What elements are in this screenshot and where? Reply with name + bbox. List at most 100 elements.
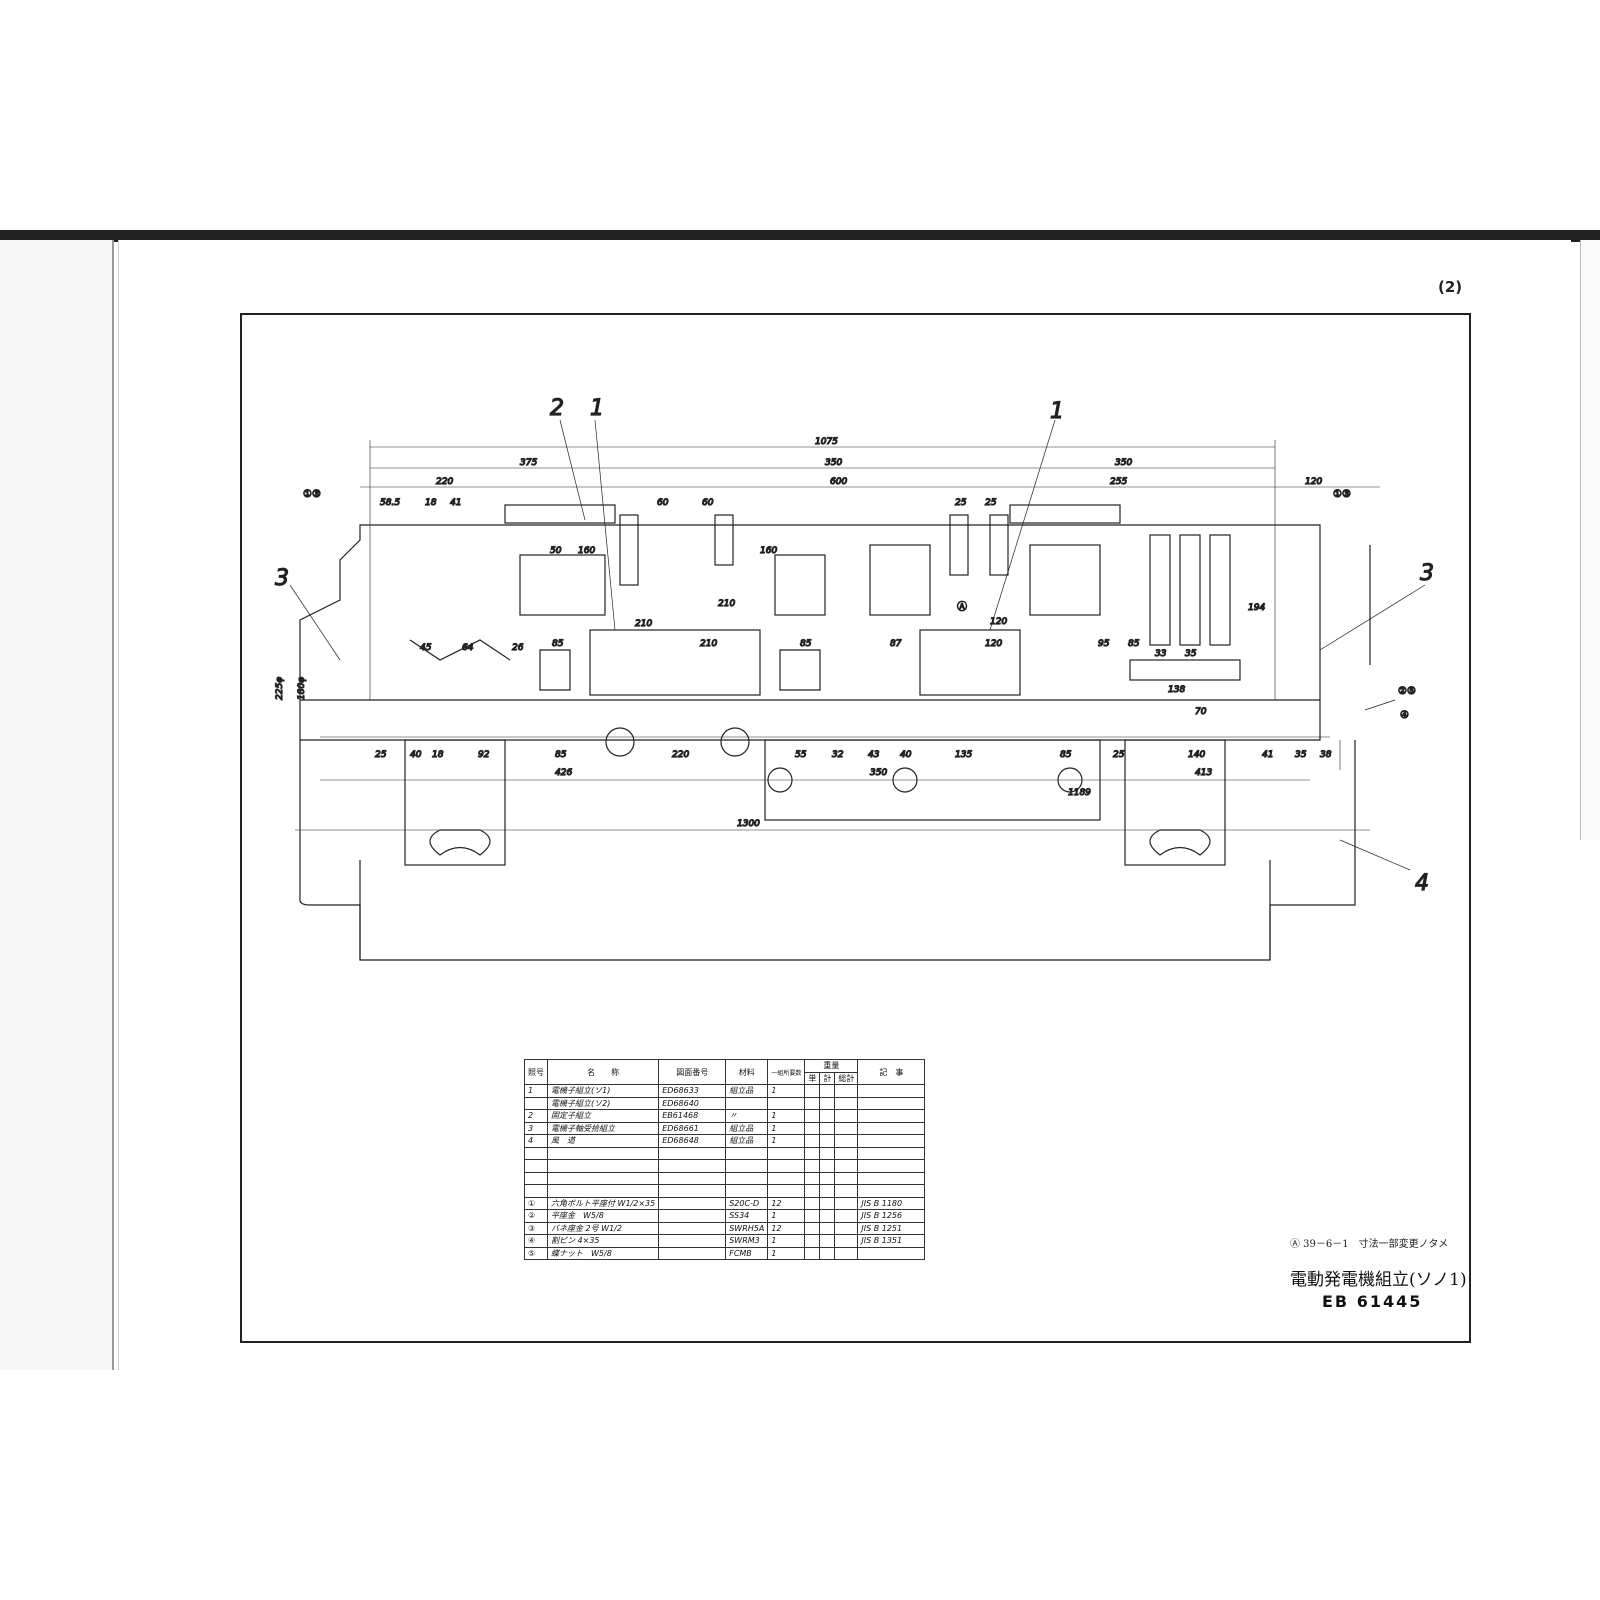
- dim-25: 25: [375, 750, 387, 760]
- cell-empty: [658, 1209, 727, 1223]
- dim-210: 210: [700, 639, 717, 649]
- dim-255: 255: [1110, 477, 1127, 487]
- cell-empty: [834, 1184, 859, 1198]
- dim-87: 87: [890, 639, 902, 649]
- cell-empty: [804, 1096, 821, 1110]
- cell-empty: [857, 1109, 926, 1123]
- cell-qty: 12: [767, 1221, 806, 1235]
- cell-empty: [804, 1246, 821, 1260]
- cell-remarks: JIS B 1351: [857, 1234, 926, 1248]
- cell-remarks: JIS B 1256: [857, 1209, 926, 1223]
- dim-85: 85: [555, 750, 567, 760]
- dim-64: 64: [462, 643, 474, 653]
- dim-70: 70: [1195, 707, 1207, 717]
- cell-empty: [524, 1146, 548, 1160]
- header-unit: 単: [804, 1071, 821, 1085]
- dim-160: 160: [760, 546, 777, 556]
- cell-name: 蝶ナット W5/8: [546, 1246, 660, 1260]
- table-row: [524, 1171, 926, 1185]
- cell-empty: [819, 1146, 836, 1160]
- cell-empty: [804, 1171, 821, 1185]
- cell-remarks: [857, 1246, 926, 1260]
- cell-material: [725, 1096, 769, 1110]
- cell-qty: 1: [767, 1109, 806, 1123]
- cell-empty: [819, 1171, 836, 1185]
- dim-58-5: 58.5: [380, 498, 400, 508]
- dim-138: 138: [1168, 685, 1185, 695]
- motor-generator-section: [299, 504, 1371, 741]
- cell-empty: [804, 1134, 821, 1148]
- header-weight: 重量: [804, 1059, 859, 1073]
- cell-empty: [834, 1134, 859, 1148]
- cell-empty: [725, 1159, 769, 1173]
- dim-41: 41: [1262, 750, 1273, 760]
- cell-empty: [658, 1246, 727, 1260]
- cell-empty: [725, 1146, 769, 1160]
- cell-empty: [819, 1109, 836, 1123]
- dim-26: 26: [512, 643, 524, 653]
- cell-empty: [857, 1171, 926, 1185]
- dim-210: 210: [635, 619, 652, 629]
- header-grand: 総計: [834, 1071, 859, 1085]
- dim-60: 60: [702, 498, 714, 508]
- dim-1075: 1075: [815, 437, 838, 447]
- table-row: [524, 1159, 926, 1173]
- dim-35: 35: [1185, 649, 1197, 659]
- cell-empty: [804, 1234, 821, 1248]
- cell-empty: [819, 1121, 836, 1135]
- cell-empty: [804, 1109, 821, 1123]
- header-name: 名 称: [546, 1059, 660, 1085]
- callout-1-right: 1: [1050, 399, 1064, 424]
- dim-18: 18: [425, 498, 437, 508]
- header-qty: 一組所要数: [767, 1059, 806, 1085]
- table-row: [524, 1184, 926, 1198]
- cell-empty: [857, 1146, 926, 1160]
- dim-60: 60: [657, 498, 669, 508]
- table-header-row: 照号 名 称 図面番号 材料 一組所要数 重量 記 事: [524, 1059, 926, 1085]
- cell-empty: [819, 1196, 836, 1210]
- cell-empty: [658, 1196, 727, 1210]
- dim-38: 38: [1320, 750, 1332, 760]
- cell-name: 電機子組立(ソ1): [546, 1084, 660, 1098]
- dim-85: 85: [1128, 639, 1140, 649]
- cell-name: 平座金 W5/8: [546, 1209, 660, 1223]
- dim-85: 85: [800, 639, 812, 649]
- dim-85: 85: [552, 639, 564, 649]
- dim-95: 95: [1098, 639, 1110, 649]
- cell-empty: [658, 1171, 727, 1185]
- callout-3-left: 3: [275, 566, 289, 591]
- cell-empty: [819, 1134, 836, 1148]
- scan-binding-edge: [0, 230, 1600, 242]
- callout-1: 1: [590, 396, 604, 421]
- cell-empty: [834, 1234, 859, 1248]
- page-number: (2): [1438, 278, 1463, 296]
- cell-qty: [767, 1096, 806, 1110]
- header-remarks: 記 事: [857, 1059, 926, 1085]
- cell-empty: [819, 1234, 836, 1248]
- cell-empty: [819, 1209, 836, 1223]
- dim-55: 55: [795, 750, 807, 760]
- cell-qty: 1: [767, 1134, 806, 1148]
- dim-220: 220: [672, 750, 689, 760]
- callout-2-5: ②⑤: [1398, 686, 1416, 697]
- header-total: 計: [819, 1071, 836, 1085]
- right-page-edge: [1580, 240, 1600, 840]
- cell-qty: 12: [767, 1196, 806, 1210]
- cell-empty: [857, 1159, 926, 1173]
- cell-empty: [658, 1184, 727, 1198]
- cell-empty: [857, 1134, 926, 1148]
- air-duct: [299, 727, 1356, 961]
- dim-40: 40: [900, 750, 912, 760]
- leader-lines: [289, 419, 1426, 871]
- cell-empty: [804, 1184, 821, 1198]
- cell-empty: [819, 1221, 836, 1235]
- cell-empty: [834, 1109, 859, 1123]
- dim-350: 350: [825, 458, 842, 468]
- cell-empty: [804, 1159, 821, 1173]
- dim-600: 600: [830, 477, 847, 487]
